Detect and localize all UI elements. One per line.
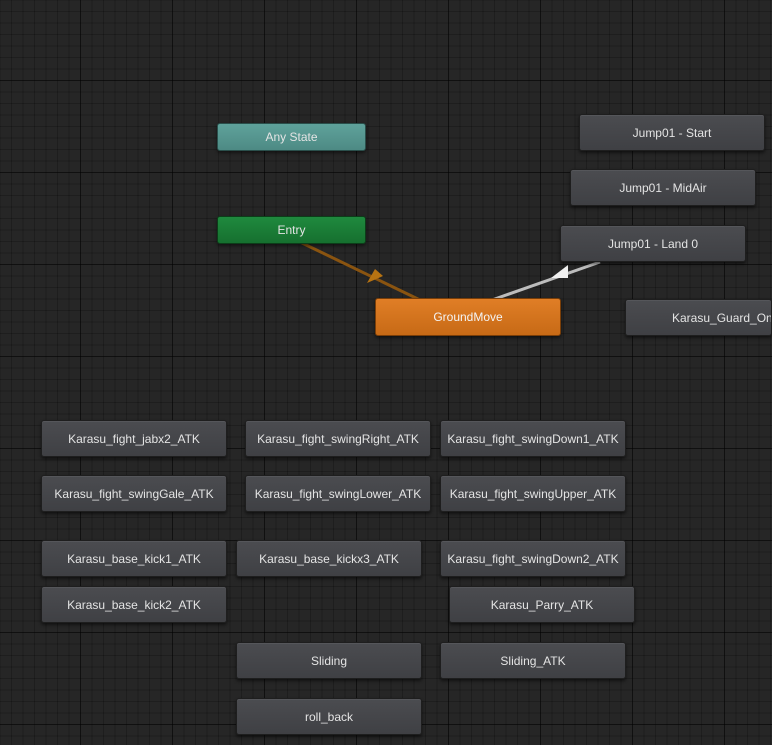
entry-node[interactable]: Entry <box>217 216 366 244</box>
state-node-fight-swing-lower[interactable]: Karasu_fight_swingLower_ATK <box>245 475 431 512</box>
state-label: Karasu_base_kick1_ATK <box>67 551 201 566</box>
any-state-label: Any State <box>265 130 318 144</box>
state-node-sliding[interactable]: Sliding <box>236 642 422 679</box>
state-node-guard-on[interactable]: Karasu_Guard_On <box>625 299 772 336</box>
state-node-jump-midair[interactable]: Jump01 - MidAir <box>570 169 756 206</box>
entry-transition-arrowhead <box>367 269 383 283</box>
state-label: Jump01 - Start <box>632 125 712 140</box>
entry-to-groundmove-transition[interactable] <box>299 240 421 302</box>
jump-land-to-groundmove-transition[interactable] <box>491 260 601 302</box>
state-label: roll_back <box>304 709 354 724</box>
state-label: Sliding_ATK <box>500 653 566 668</box>
state-node-jump-land[interactable]: Jump01 - Land 0 <box>560 225 746 262</box>
entry-label: Entry <box>277 223 306 237</box>
state-node-roll-back[interactable]: roll_back <box>236 698 422 735</box>
groundmove-label: GroundMove <box>433 310 503 324</box>
state-node-parry[interactable]: Karasu_Parry_ATK <box>449 586 635 623</box>
state-label: Karasu_fight_jabx2_ATK <box>68 431 200 446</box>
state-node-jump-start[interactable]: Jump01 - Start <box>579 114 765 151</box>
groundmove-default-state-node[interactable]: GroundMove <box>375 298 561 336</box>
state-label: Karasu_Parry_ATK <box>490 597 594 612</box>
any-state-node[interactable]: Any State <box>217 123 366 151</box>
state-label: Jump01 - Land 0 <box>607 236 699 251</box>
state-label: Karasu_base_kick2_ATK <box>67 597 201 612</box>
state-node-base-kick1[interactable]: Karasu_base_kick1_ATK <box>41 540 227 577</box>
jump-land-transition-arrowhead <box>551 265 568 278</box>
state-label: Karasu_fight_swingRight_ATK <box>257 431 419 446</box>
state-label: Karasu_Guard_On <box>672 310 772 325</box>
state-label: Karasu_fight_swingUpper_ATK <box>449 486 617 501</box>
state-label: Karasu_base_kickx3_ATK <box>259 551 399 566</box>
state-label: Karasu_fight_swingLower_ATK <box>254 486 422 501</box>
state-node-fight-swing-gale[interactable]: Karasu_fight_swingGale_ATK <box>41 475 227 512</box>
state-label: Karasu_fight_swingDown1_ATK <box>447 431 619 446</box>
state-node-fight-swing-down1[interactable]: Karasu_fight_swingDown1_ATK <box>440 420 626 457</box>
state-label: Jump01 - MidAir <box>619 180 707 195</box>
state-node-fight-swing-upper[interactable]: Karasu_fight_swingUpper_ATK <box>440 475 626 512</box>
state-label: Karasu_fight_swingDown2_ATK <box>447 551 619 566</box>
state-node-fight-jabx2[interactable]: Karasu_fight_jabx2_ATK <box>41 420 227 457</box>
state-node-fight-swing-down2[interactable]: Karasu_fight_swingDown2_ATK <box>440 540 626 577</box>
state-node-base-kick2[interactable]: Karasu_base_kick2_ATK <box>41 586 227 623</box>
state-node-sliding-atk[interactable]: Sliding_ATK <box>440 642 626 679</box>
state-node-base-kickx3[interactable]: Karasu_base_kickx3_ATK <box>236 540 422 577</box>
state-label: Karasu_fight_swingGale_ATK <box>54 486 214 501</box>
state-node-fight-swing-right[interactable]: Karasu_fight_swingRight_ATK <box>245 420 431 457</box>
state-label: Sliding <box>310 653 348 668</box>
